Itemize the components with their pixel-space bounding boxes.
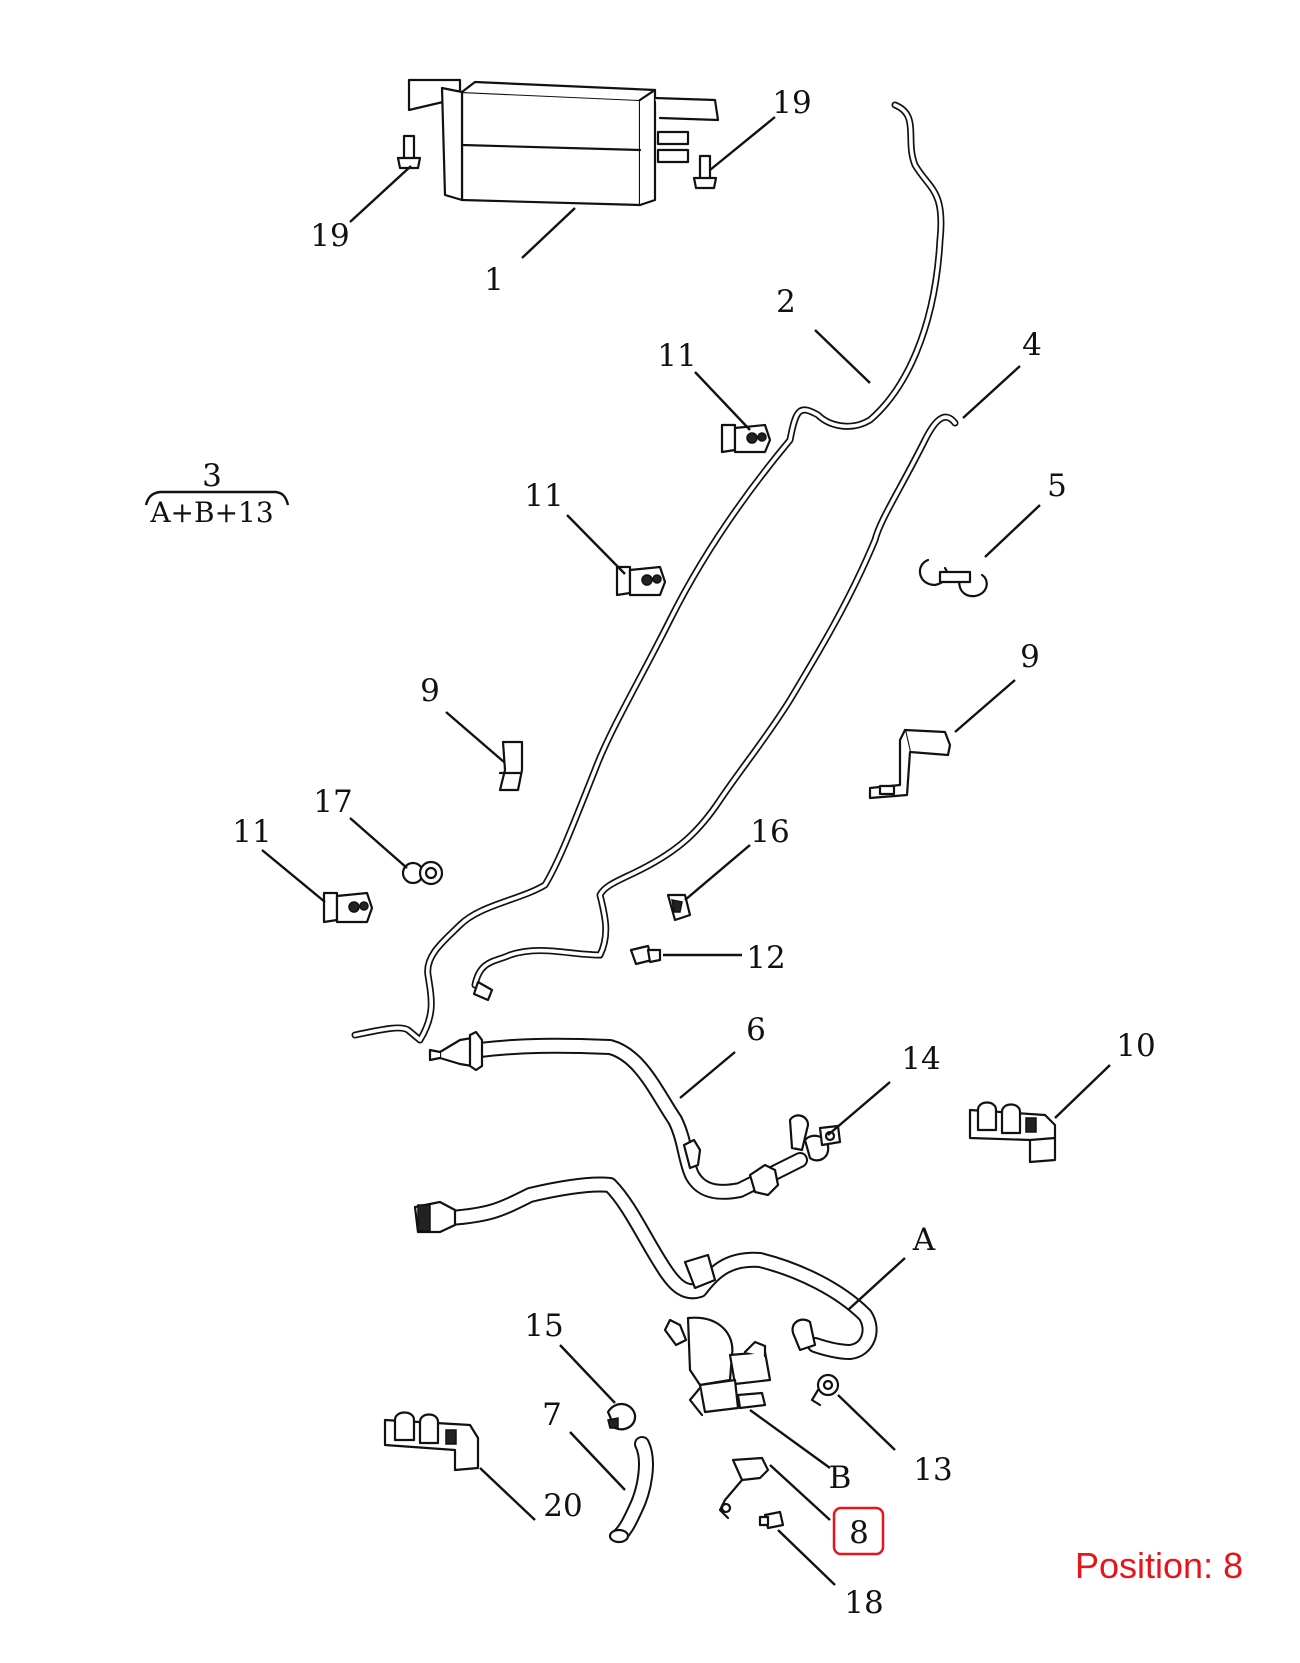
part-7-short-hose[interactable] <box>608 1436 654 1544</box>
callout-17: 17 <box>313 784 352 820</box>
callout-b: B <box>829 1460 852 1496</box>
callout-9-right: 9 <box>1020 639 1040 675</box>
part-a-hose[interactable] <box>413 1176 878 1360</box>
part-15-clamp[interactable] <box>606 1403 637 1431</box>
callout-a: A <box>912 1222 936 1258</box>
position-label: Position: 8 <box>1075 1545 1244 1586</box>
leader-lines <box>144 116 1111 1586</box>
part-11-clip-top[interactable] <box>720 423 772 454</box>
part-11-clip-middle[interactable] <box>615 565 667 597</box>
callout-2: 2 <box>776 284 796 320</box>
part-19-bolt-right[interactable] <box>692 154 718 190</box>
part-12-connector[interactable] <box>629 944 662 966</box>
callout-4: 4 <box>1022 327 1042 363</box>
part-13-clamp[interactable] <box>810 1373 840 1407</box>
part-16-clip[interactable] <box>666 893 692 922</box>
callout-11-lower: 11 <box>232 814 271 850</box>
callout-9-left: 9 <box>420 673 440 709</box>
callout-15: 15 <box>524 1308 563 1344</box>
callout-5: 5 <box>1047 468 1067 504</box>
part-5-double-clip[interactable] <box>918 558 988 598</box>
part-17-grommet[interactable] <box>401 860 444 886</box>
part-8-bracket[interactable] <box>718 1456 770 1520</box>
part-9-bracket-left[interactable] <box>498 740 524 792</box>
part-11-clip-lower[interactable] <box>322 891 374 924</box>
part-2-vapor-line[interactable] <box>351 101 945 1044</box>
callout-12: 12 <box>746 940 785 976</box>
callout-1: 1 <box>484 262 504 298</box>
part-4-fuel-line[interactable] <box>471 413 959 1002</box>
callout-20: 20 <box>543 1488 582 1524</box>
callout-8: 8 <box>849 1515 869 1551</box>
callout-6: 6 <box>746 1012 766 1048</box>
part-6-hose[interactable] <box>428 1030 830 1200</box>
callout-7: 7 <box>542 1397 562 1433</box>
callout-3-formula: A+B+13 <box>149 496 273 529</box>
callout-19-left: 19 <box>310 218 349 254</box>
callout-8-highlight <box>832 1506 885 1556</box>
callout-3: 3 <box>202 458 222 494</box>
part-b-purge-valve[interactable] <box>663 1316 772 1417</box>
callout-18: 18 <box>844 1585 883 1621</box>
callout-labels: 1 19 19 2 4 11 11 11 3 A+B+13 5 9 9 17 1… <box>149 85 1155 1621</box>
part-18-bolt[interactable] <box>758 1510 785 1530</box>
callout-10: 10 <box>1116 1028 1155 1064</box>
callout-11-top: 11 <box>657 338 696 374</box>
part-19-bolt-left[interactable] <box>396 134 422 170</box>
part-9-bracket-right[interactable] <box>868 728 952 800</box>
callout-19-right: 19 <box>772 85 811 121</box>
callout-16: 16 <box>750 814 789 850</box>
callout-11-middle: 11 <box>524 478 563 514</box>
part-10-holder[interactable] <box>968 1101 1057 1164</box>
part-20-holder[interactable] <box>383 1411 480 1472</box>
callout-13: 13 <box>913 1452 952 1488</box>
part-1-canister[interactable] <box>407 78 720 207</box>
callout-14: 14 <box>901 1041 940 1077</box>
